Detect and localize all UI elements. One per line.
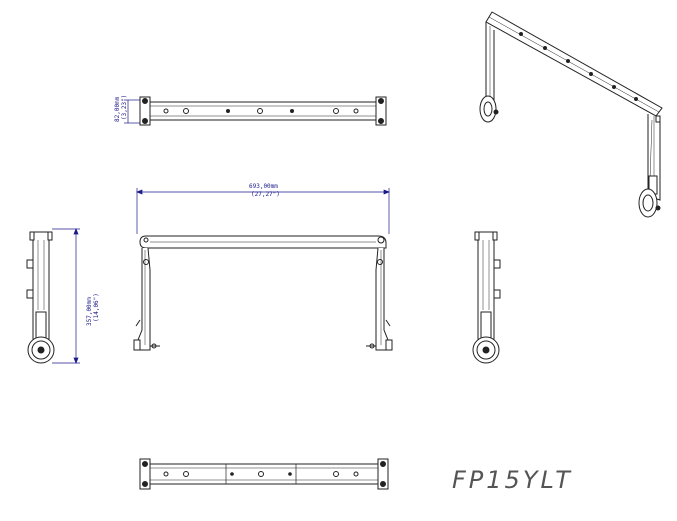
- depth-in-label: (3,23"): [121, 95, 128, 120]
- top-view-lower: [139, 458, 389, 490]
- width-dimension: [136, 188, 390, 234]
- height-mm-label: 357,00mm: [86, 297, 93, 326]
- top-view-upper: [139, 96, 387, 126]
- width-in-label: (27,27"): [251, 191, 280, 198]
- side-view-left: [26, 231, 55, 364]
- width-mm-label: 693,00mm: [249, 183, 278, 190]
- height-dimension: [52, 228, 80, 364]
- height-in-label: (14,06"): [93, 293, 100, 322]
- isometric-view: [479, 11, 663, 218]
- side-view-right: [472, 231, 501, 364]
- front-view: [133, 235, 393, 351]
- depth-dimension: [124, 99, 140, 124]
- depth-mm-label: 82,00mm: [114, 96, 121, 122]
- model-name: FP15YLT: [452, 466, 573, 494]
